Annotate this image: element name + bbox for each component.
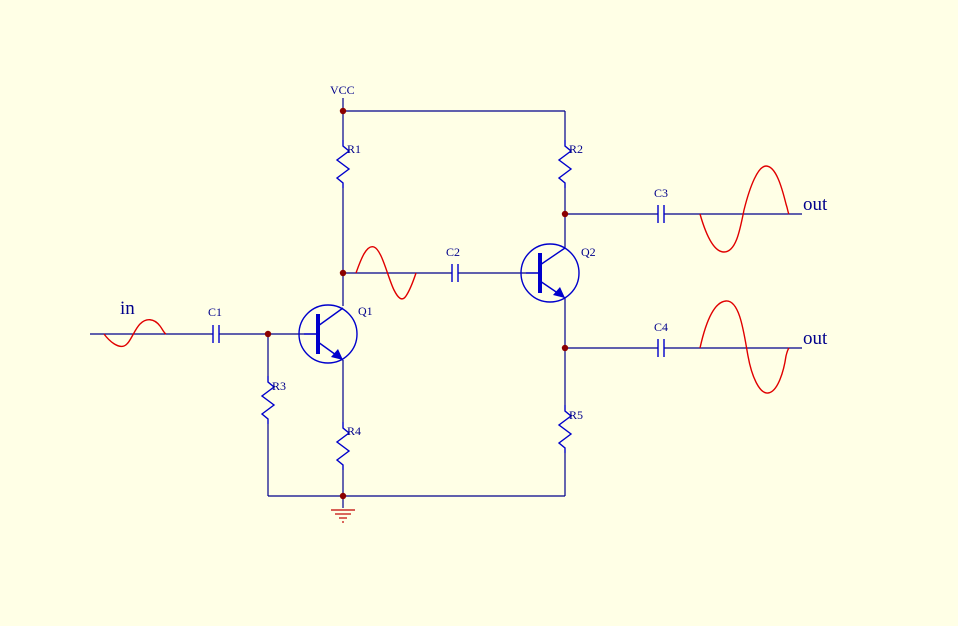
transistor-q1: [298, 304, 358, 364]
resistor-r1: [335, 140, 351, 188]
r3-label: R3: [272, 379, 286, 393]
junction-q1-base: [264, 330, 272, 338]
output-top-label: out: [803, 194, 828, 215]
r5-label: R5: [569, 408, 583, 422]
input-label: in: [120, 298, 135, 319]
c2-label: C2: [446, 245, 460, 259]
output-top-waveform: [699, 165, 790, 253]
ground-symbol: [331, 509, 355, 523]
resistor-r5: [557, 405, 573, 453]
labels: VCC in out out R1 R2 R3 R4 R5 C1 C2 C3 C…: [120, 83, 828, 438]
junction-q2-emitter: [561, 344, 569, 352]
junctions: [264, 107, 569, 500]
junction-ground: [339, 492, 347, 500]
capacitor-c1: [212, 325, 220, 343]
c1-label: C1: [208, 305, 222, 319]
capacitor-c4: [657, 339, 665, 357]
junction-q1-collector: [339, 269, 347, 277]
capacitor-c3: [657, 205, 665, 223]
resistors: [260, 140, 573, 470]
waveforms: [103, 165, 790, 394]
c4-label: C4: [654, 320, 668, 334]
q2-emitter-arrow: [553, 287, 565, 298]
transistor-q2: [520, 243, 580, 303]
r1-label: R1: [347, 142, 361, 156]
output-bottom-waveform: [699, 300, 790, 394]
junction-vcc: [339, 107, 347, 115]
junction-q2-collector: [561, 210, 569, 218]
wires: [90, 98, 802, 508]
capacitor-c2: [451, 264, 459, 282]
r4-label: R4: [347, 424, 361, 438]
c3-label: C3: [654, 186, 668, 200]
r2-label: R2: [569, 142, 583, 156]
vcc-label: VCC: [330, 83, 355, 97]
resistor-r2: [557, 140, 573, 188]
q2-label: Q2: [581, 245, 596, 259]
capacitors: [212, 205, 665, 357]
output-bottom-label: out: [803, 328, 828, 349]
input-waveform: [103, 319, 167, 348]
stage1-waveform: [355, 246, 417, 300]
q1-label: Q1: [358, 304, 373, 318]
resistor-r4: [335, 422, 351, 470]
q1-emitter-arrow: [331, 349, 343, 360]
resistor-r3: [260, 376, 276, 424]
